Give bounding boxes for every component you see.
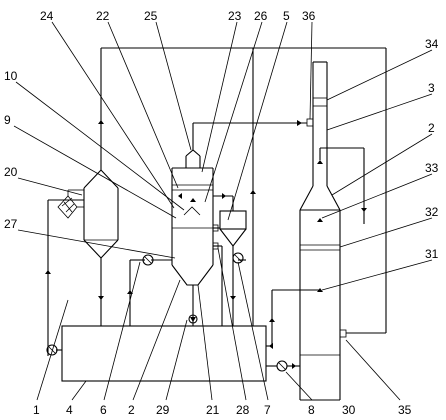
label-36: 36 bbox=[302, 9, 316, 23]
label-10: 10 bbox=[4, 69, 18, 83]
label-4: 4 bbox=[66, 403, 73, 417]
label-21: 21 bbox=[206, 403, 220, 417]
label-27: 27 bbox=[4, 217, 18, 231]
left-column bbox=[57, 169, 119, 326]
label-24: 24 bbox=[40, 9, 54, 23]
label-20: 20 bbox=[4, 165, 18, 179]
central-reactor bbox=[171, 149, 214, 326]
label-31: 31 bbox=[425, 247, 439, 261]
bottom-tank bbox=[61, 325, 267, 382]
absorption-tower bbox=[299, 61, 347, 401]
label-23: 23 bbox=[228, 9, 242, 23]
label-29: 29 bbox=[156, 403, 170, 417]
pump-1-icon bbox=[46, 344, 58, 356]
label-7: 7 bbox=[264, 403, 271, 417]
label-34: 34 bbox=[425, 37, 439, 51]
part-labels: 1 4 6 2 29 21 28 7 8 30 35 10 9 20 27 24… bbox=[4, 9, 439, 417]
valve-29-icon bbox=[188, 314, 198, 324]
leader-lines bbox=[13, 21, 433, 401]
label-26: 26 bbox=[254, 9, 268, 23]
label-2-right: 2 bbox=[428, 121, 435, 135]
label-6: 6 bbox=[100, 403, 107, 417]
label-35: 35 bbox=[398, 403, 412, 417]
label-8: 8 bbox=[308, 403, 315, 417]
pipe-network bbox=[45, 47, 387, 369]
label-28: 28 bbox=[236, 403, 250, 417]
pump-6-icon bbox=[142, 254, 154, 266]
label-9: 9 bbox=[4, 113, 11, 127]
pump-8-icon bbox=[276, 360, 288, 372]
label-5: 5 bbox=[283, 9, 290, 23]
label-33: 33 bbox=[425, 161, 439, 175]
label-32: 32 bbox=[425, 205, 439, 219]
label-30: 30 bbox=[342, 403, 356, 417]
label-1: 1 bbox=[33, 403, 40, 417]
label-3: 3 bbox=[428, 81, 435, 95]
label-22: 22 bbox=[96, 9, 110, 23]
small-separator bbox=[219, 196, 247, 262]
pump-7-icon bbox=[232, 252, 244, 264]
label-2-bottom: 2 bbox=[128, 403, 135, 417]
label-25: 25 bbox=[144, 9, 158, 23]
